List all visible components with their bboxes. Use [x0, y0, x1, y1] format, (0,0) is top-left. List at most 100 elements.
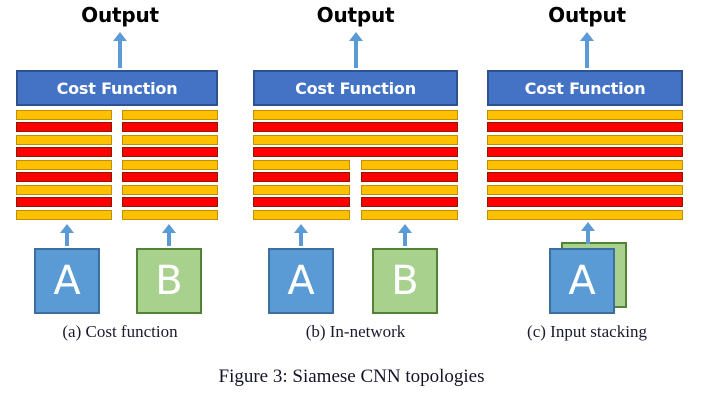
- layer-bar-left: [16, 147, 112, 158]
- layer-row: [253, 209, 458, 222]
- layer-bar-merged: [253, 134, 458, 145]
- layer-bar-right: [360, 159, 458, 170]
- input-box-a: A: [268, 248, 334, 314]
- output-label: Output: [316, 3, 395, 27]
- layer-bar-right: [360, 197, 458, 208]
- layer-stack: [16, 110, 218, 222]
- layer-row: [16, 122, 218, 134]
- arrow-up-icon-output: [580, 32, 594, 68]
- arrow-shaft: [353, 40, 358, 68]
- layer-bar-merged: [487, 134, 683, 145]
- layer-row: [253, 159, 458, 172]
- output-label: Output: [81, 3, 159, 27]
- arrow-shaft: [403, 232, 407, 246]
- input-row: A B: [240, 222, 471, 314]
- layer-row: [16, 184, 218, 197]
- layer-bar-left: [253, 184, 351, 195]
- layer-bar-merged: [487, 147, 683, 158]
- panel-cost-function: Output Cost Function: [0, 0, 240, 352]
- layer-bar-left: [16, 122, 112, 133]
- layer-row: [487, 159, 683, 172]
- arrow-head: [398, 224, 412, 233]
- layer-bar-merged: [253, 147, 458, 158]
- layer-row: [16, 134, 218, 147]
- input-label: B: [391, 258, 419, 304]
- layer-bar-left: [253, 197, 351, 208]
- cost-function-box: Cost Function: [487, 70, 683, 106]
- layer-bar-merged: [487, 159, 683, 170]
- layer-bar-right: [122, 209, 218, 220]
- cost-function-box: Cost Function: [253, 70, 458, 106]
- layer-stack: [253, 110, 458, 222]
- arrow-up-icon-output: [348, 32, 363, 68]
- panel-in-network: Output Cost Function: [240, 0, 471, 352]
- layer-row: [487, 122, 683, 134]
- layer-bar-right: [122, 172, 218, 183]
- layer-row: [253, 197, 458, 209]
- panel-caption: (c) Input stacking: [527, 322, 647, 341]
- arrow-head: [348, 32, 363, 41]
- arrow-head: [580, 32, 594, 41]
- cost-function-label: Cost Function: [295, 78, 416, 98]
- input-row: A: [471, 222, 703, 314]
- arrow-shaft: [65, 232, 69, 246]
- layer-row: [487, 147, 683, 159]
- arrow-up-icon-input: [581, 222, 595, 244]
- arrow-shaft: [118, 40, 122, 68]
- arrow-up-icon-input: [162, 224, 176, 246]
- input-box-a-front: A: [549, 248, 615, 314]
- layer-bar-left: [16, 134, 112, 145]
- input-row: A B: [0, 222, 240, 314]
- arrow-head: [162, 224, 176, 233]
- output-label: Output: [548, 3, 626, 27]
- layer-bar-left: [16, 209, 112, 220]
- arrow-shaft: [585, 40, 589, 68]
- arrow-shaft: [299, 232, 303, 246]
- layer-row: [253, 184, 458, 197]
- layer-bar-right: [122, 197, 218, 208]
- figure-caption: Figure 3: Siamese CNN topologies: [218, 366, 485, 387]
- arrow-head: [113, 32, 127, 41]
- layer-bar-right: [360, 172, 458, 183]
- input-box-b: B: [372, 248, 438, 314]
- layer-row: [16, 209, 218, 222]
- layer-bar-left: [253, 172, 351, 183]
- layer-bar-right: [122, 147, 218, 158]
- layer-bar-merged: [487, 209, 683, 220]
- layer-row: [487, 172, 683, 184]
- input-label: A: [287, 258, 315, 304]
- panel-caption: (b) In-network: [305, 322, 406, 341]
- arrow-head: [294, 224, 308, 233]
- arrow-shaft: [167, 232, 171, 246]
- layer-row: [16, 197, 218, 209]
- layer-bar-merged: [487, 122, 683, 133]
- layer-row: [16, 147, 218, 159]
- input-box-b: B: [136, 248, 202, 314]
- layer-row: [253, 147, 458, 159]
- layer-bar-right: [122, 122, 218, 133]
- layer-bar-left: [16, 197, 112, 208]
- layer-bar-right: [122, 134, 218, 145]
- layer-bar-right: [360, 184, 458, 195]
- arrow-head: [60, 224, 74, 233]
- layer-row: [487, 110, 683, 122]
- layer-row: [487, 184, 683, 197]
- arrow-up-icon-output: [113, 32, 127, 68]
- layer-row: [16, 172, 218, 184]
- layer-bar-right: [122, 110, 218, 120]
- arrow-shaft: [586, 230, 590, 244]
- layer-bar-left: [16, 184, 112, 195]
- layer-row: [16, 110, 218, 122]
- input-box-a: A: [34, 248, 100, 314]
- arrow-up-icon-input: [294, 224, 308, 246]
- arrow-up-icon-input: [60, 224, 74, 246]
- layer-row: [487, 197, 683, 209]
- layer-row: [253, 172, 458, 184]
- layer-bar-merged: [487, 172, 683, 183]
- layer-bar-left: [253, 159, 351, 170]
- layer-bar-left: [16, 172, 112, 183]
- input-label: A: [568, 258, 596, 304]
- layer-bar-right: [122, 184, 218, 195]
- layer-row: [487, 209, 683, 222]
